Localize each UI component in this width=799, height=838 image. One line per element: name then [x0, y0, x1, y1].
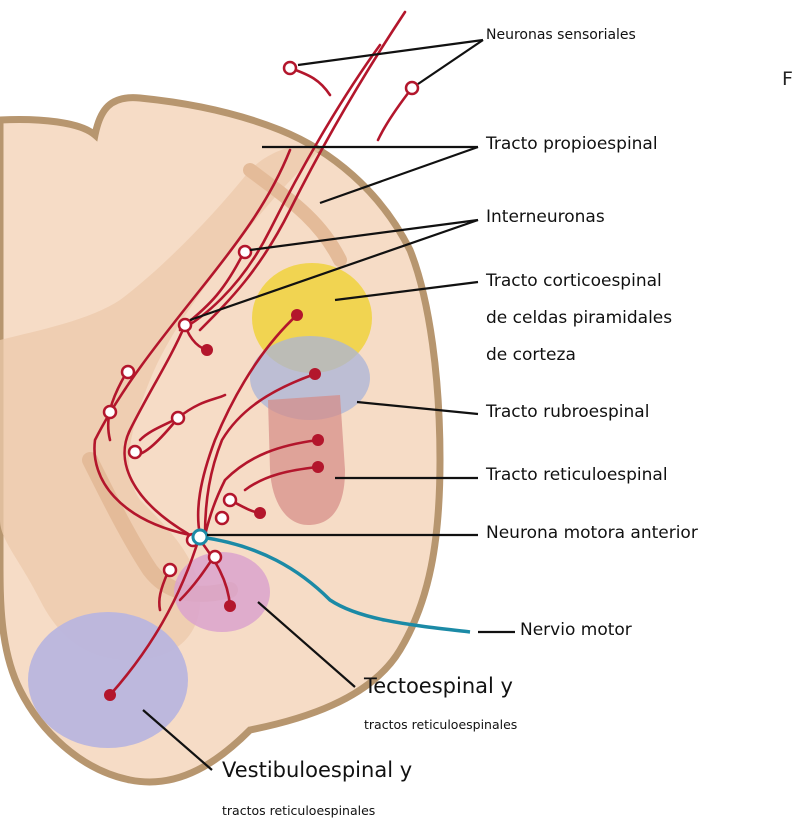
rubrospinal-tract-label: Tracto rubroespinal [486, 401, 649, 424]
corticospinal-label-line1: Tracto corticoespinal [486, 270, 662, 293]
interneurons-label: Interneuronas [486, 206, 605, 229]
reticulospinal-region [268, 395, 345, 525]
anterior-motor-neuron-label: Neurona motora anterior [486, 522, 698, 545]
sensory-neurons-label: Neuronas sensoriales [486, 26, 636, 45]
anterior-motor-neuron-body [193, 530, 207, 544]
edge-text-fragment: F [782, 68, 793, 90]
vestibulospinal-subtitle: tractos reticuloespinales [222, 803, 375, 820]
tectospinal-subtitle: tractos reticuloespinales [364, 717, 517, 734]
motor-nerve-label: Nervio motor [520, 619, 632, 642]
propiospinal-tract-label: Tracto propioespinal [486, 133, 658, 156]
reticulospinal-tract-label: Tracto reticuloespinal [486, 464, 668, 487]
corticospinal-label-line3: de corteza [486, 344, 576, 367]
corticospinal-label-line2: de celdas piramidales [486, 307, 672, 330]
vestibulospinal-title: Vestibuloespinal y [222, 756, 412, 784]
tectospinal-title: Tectoespinal y [364, 672, 513, 700]
